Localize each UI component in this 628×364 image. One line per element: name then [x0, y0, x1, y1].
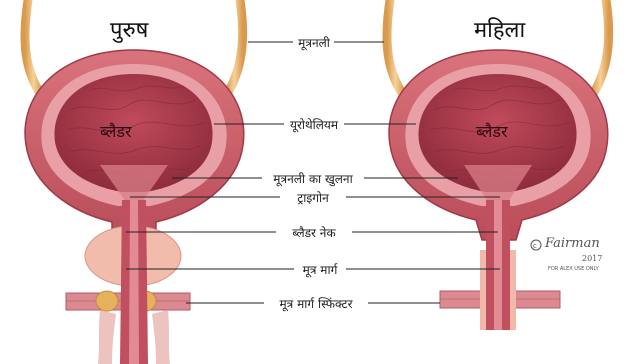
male-bladder-label: ब्लैडर [100, 120, 132, 142]
artist-signature: Fairman [545, 236, 600, 251]
female-title: महिला [474, 14, 525, 44]
male-left-gland [96, 291, 118, 311]
female-right-ureter [592, 0, 609, 96]
label-urothelium: यूरोथेलियम [288, 116, 340, 133]
male-title: पुरुष [110, 14, 148, 44]
label-urethral-sphincter: मूत्र मार्ग स्फिंक्टर [278, 295, 355, 312]
artist-note: FOR ALEX USE ONLY [548, 266, 599, 272]
female-bladder-label: ब्लैडर [476, 120, 508, 142]
male-right-ureter [226, 0, 243, 96]
label-bladder-neck: ब्लैडर नेक [290, 224, 337, 241]
artist-year: 2017 [582, 254, 602, 263]
male-left-ureter [25, 0, 42, 96]
svg-text:c: c [533, 242, 537, 250]
label-trigone: ट्राइगोन [295, 189, 331, 206]
female-illustration [387, 0, 609, 330]
label-urethra: मूत्र मार्ग [301, 261, 340, 278]
male-illustration [25, 0, 244, 364]
female-left-ureter [387, 0, 404, 96]
label-ureter: मूत्रनली [296, 34, 332, 51]
label-ureter-opening: मूत्रनली का खुलना [271, 170, 354, 187]
